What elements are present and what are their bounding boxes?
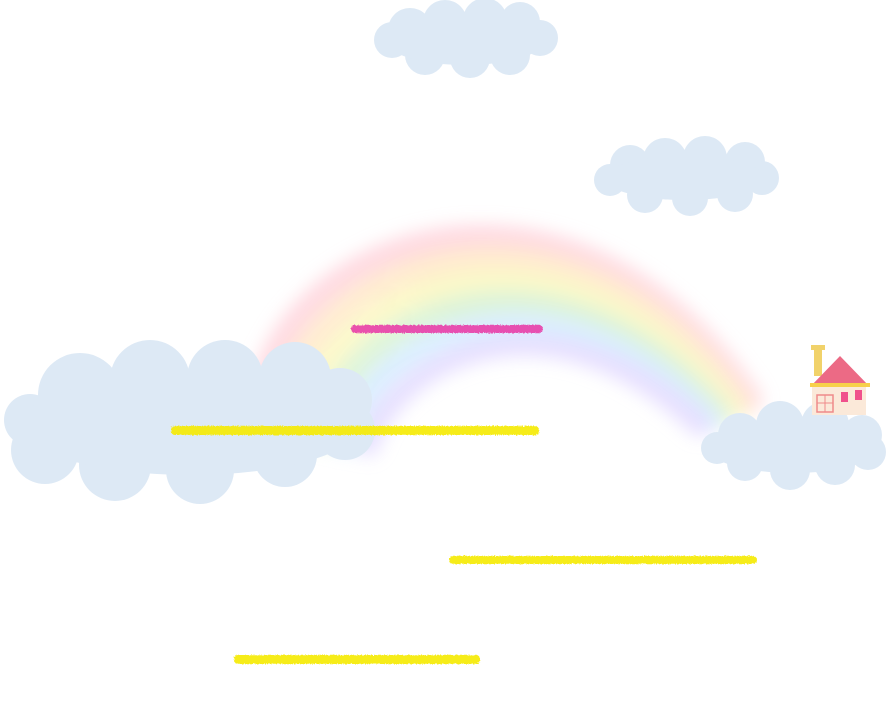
house-chimney bbox=[814, 348, 822, 376]
house-chimney-cap bbox=[811, 345, 825, 350]
house-window-2 bbox=[855, 390, 862, 400]
platforms bbox=[171, 325, 757, 664]
platform-pink[interactable] bbox=[351, 325, 543, 333]
platform-yellow-3[interactable] bbox=[234, 655, 480, 664]
cloud-top bbox=[374, 0, 558, 78]
rainbow-band-violet bbox=[357, 333, 711, 456]
house-window-1 bbox=[841, 392, 848, 402]
house-roof bbox=[810, 356, 870, 387]
platform-yellow-1[interactable] bbox=[171, 426, 539, 435]
cloud-right-upper bbox=[594, 136, 779, 216]
cloud-left-large bbox=[4, 340, 375, 504]
platform-yellow-2[interactable] bbox=[449, 556, 757, 564]
house-roof-trim bbox=[810, 383, 870, 387]
house bbox=[810, 345, 870, 415]
cloud-right-lower bbox=[701, 401, 886, 490]
